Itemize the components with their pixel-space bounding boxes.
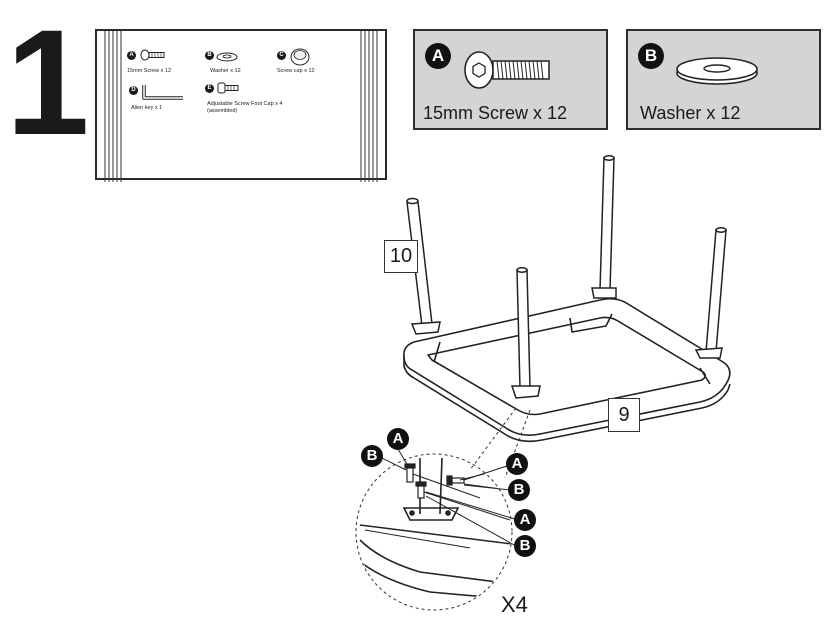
callout-badge-a: A	[387, 428, 409, 450]
bag-item-a-label: 15mm Screw x 12	[127, 68, 172, 74]
table-frame	[403, 297, 731, 436]
washer-icon	[216, 52, 238, 62]
table-leg	[516, 269, 531, 389]
quantity-label: X4	[501, 592, 528, 617]
bag-item-d-badge: D	[129, 86, 138, 95]
washer-icon	[676, 57, 758, 85]
step-number: 1	[6, 0, 89, 166]
panel-a-label: 15mm Screw x 12	[423, 103, 568, 123]
bag-item-e-badge: E	[205, 84, 214, 93]
callout-badge-b: B	[361, 445, 383, 467]
allen-key-icon	[142, 85, 183, 100]
bag-item-d-label: Allen key x 1	[131, 105, 163, 111]
bag-seal-lines	[104, 31, 378, 182]
callout-badge-a: A	[514, 509, 536, 531]
foot-cap-icon	[217, 82, 239, 94]
bag-item-b-label: Washer x 12	[210, 68, 241, 74]
bag-item-c-badge: C	[277, 51, 286, 60]
parts-bag: A 15mm Screw x 12 B Washer x 12 C Screw …	[95, 29, 387, 182]
bag-item-e-label: Adjustable Screw Foot Cap x 4 (assembled…	[207, 101, 283, 114]
panel-b-label: Washer x 12	[640, 103, 741, 123]
part-number-leg: 10	[384, 240, 418, 273]
screw-icon	[464, 51, 550, 89]
bag-item-a-badge: A	[127, 51, 136, 60]
table-leg	[599, 157, 615, 291]
table-leg	[705, 229, 727, 353]
callout-badge-b: B	[514, 535, 536, 557]
part-panel-screw: A 15mm Screw x 12	[413, 29, 608, 130]
part-panel-washer: B Washer x 12	[626, 29, 821, 130]
callout-badge-b: B	[508, 479, 530, 501]
part-number-frame: 9	[608, 398, 640, 432]
panel-b-badge: B	[638, 43, 664, 69]
panel-a-badge: A	[425, 43, 451, 69]
screw-icon	[140, 49, 165, 61]
screw-cap-icon	[290, 48, 310, 66]
bag-item-b-badge: B	[205, 51, 214, 60]
bag-item-c-label: Screw cap x 12	[277, 68, 315, 74]
detail-callout-circle	[355, 453, 513, 611]
callout-badge-a: A	[506, 453, 528, 475]
